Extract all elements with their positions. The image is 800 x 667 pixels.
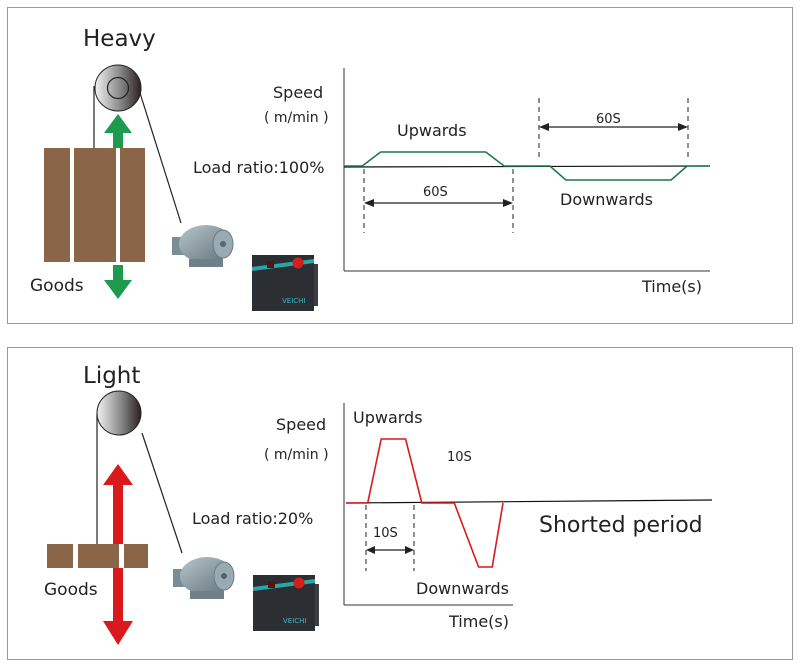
speed-curve [346, 438, 504, 568]
arrowhead [678, 123, 688, 131]
up-interval-label: 10S [373, 526, 398, 541]
speed-unit-label: ( m/min ) [264, 110, 329, 126]
time-axis-label: Time(s) [641, 277, 702, 296]
controller-brand: VEICHI [283, 617, 307, 625]
controller-icon: VEICHI [252, 255, 318, 311]
goods-label: Goods [30, 276, 84, 296]
speed-curve [344, 151, 710, 181]
light-load-panel: Light Goods [7, 347, 793, 660]
speed-label: Speed [276, 415, 326, 434]
pulley-icon [94, 64, 142, 112]
speed-unit-label: ( m/min ) [264, 447, 329, 463]
arrowhead [405, 546, 414, 554]
motor-icon [172, 225, 234, 267]
downwards-label: Downwards [416, 579, 509, 598]
down-interval-label: 60S [596, 112, 621, 127]
time-axis-label: Time(s) [448, 612, 509, 631]
light-speed-chart: Speed ( m/min ) Load ratio:20% Upwards D… [192, 403, 713, 631]
rope-right [139, 92, 182, 224]
upwards-label: Upwards [397, 121, 467, 140]
panel-title: Heavy [83, 26, 156, 52]
goods-block [44, 148, 145, 262]
load-ratio-label: Load ratio:100% [193, 158, 325, 177]
arrow-down-icon [104, 265, 132, 299]
heavy-speed-chart: Speed ( m/min ) Load ratio:100% Upwards … [193, 68, 711, 296]
heavy-load-panel: Heavy Goods [7, 7, 793, 324]
light-diagram: Light Goods [44, 363, 713, 645]
arrow-down-icon [103, 568, 133, 645]
panel-title: Light [83, 363, 140, 389]
controller-brand: VEICHI [282, 297, 306, 305]
arrowhead [364, 199, 374, 207]
shorted-period-label: Shorted period [539, 513, 703, 538]
heavy-diagram: Heavy Goods [30, 26, 711, 311]
arrow-up-icon [104, 114, 132, 148]
rope-right [141, 432, 183, 554]
motor-icon [173, 557, 235, 599]
load-ratio-label: Load ratio:20% [192, 509, 313, 528]
up-interval-label: 60S [423, 185, 448, 200]
arrowhead [366, 546, 375, 554]
downwards-label: Downwards [560, 190, 653, 209]
arrowhead [503, 199, 513, 207]
down-interval-label: 10S [447, 450, 472, 465]
arrow-up-icon [103, 464, 133, 544]
zero-line [345, 499, 713, 504]
pulley-icon [96, 390, 142, 436]
goods-block [47, 544, 148, 568]
controller-icon: VEICHI [253, 575, 319, 631]
speed-label: Speed [273, 83, 323, 102]
upwards-label: Upwards [353, 408, 423, 427]
arrowhead [539, 123, 549, 131]
goods-label: Goods [44, 580, 98, 600]
